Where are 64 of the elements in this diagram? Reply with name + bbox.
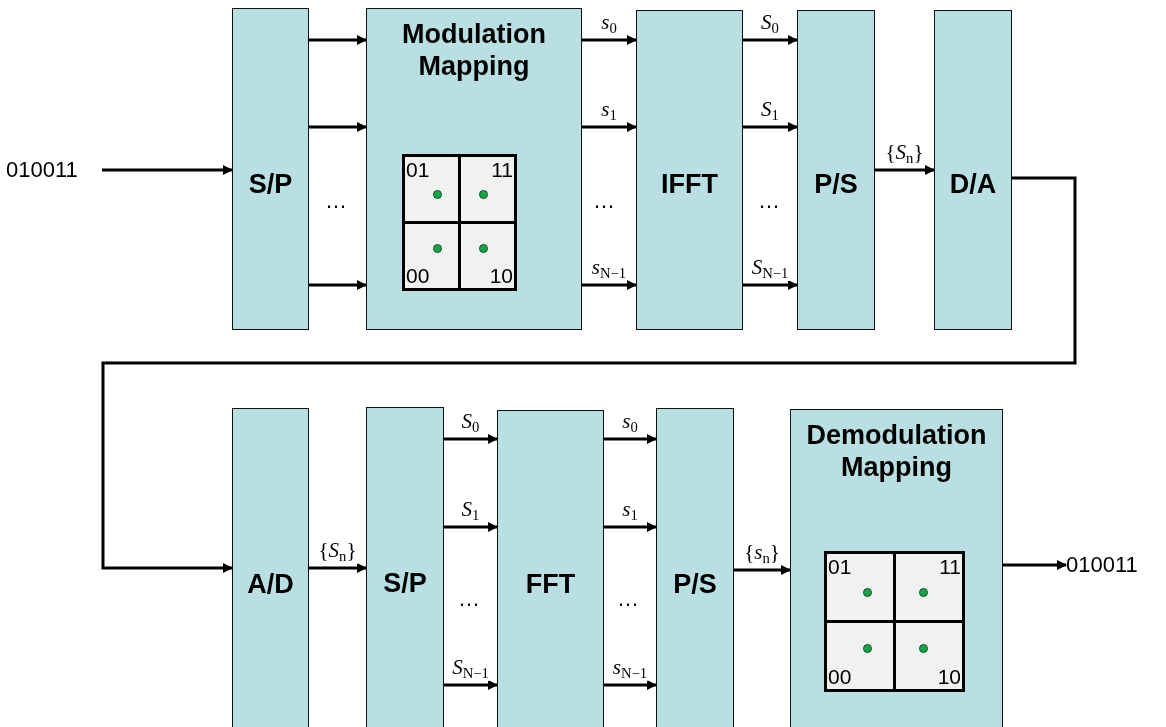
block-label: FFT xyxy=(525,569,576,601)
constellation-cell xyxy=(824,620,896,692)
block-label: P/S xyxy=(814,169,858,201)
block-label: Demodulation Mapping xyxy=(805,420,988,484)
arrow xyxy=(444,522,498,532)
arrow xyxy=(309,122,367,132)
block-label: A/D xyxy=(247,569,294,601)
ellipsis: … xyxy=(458,588,480,610)
bit-sequence: 010011 xyxy=(6,157,78,183)
process-block xyxy=(232,408,309,727)
constellation-cell xyxy=(824,551,896,623)
constellation-cell xyxy=(893,551,965,623)
symbol-bits: 00 xyxy=(828,666,852,687)
arrow xyxy=(444,680,498,690)
symbol-bits: 10 xyxy=(489,265,513,286)
process-block xyxy=(366,407,444,727)
arrow xyxy=(309,35,367,45)
process-block xyxy=(790,409,1003,727)
process-block xyxy=(934,10,1012,330)
arrow xyxy=(604,680,657,690)
arrow xyxy=(604,522,657,532)
arrow xyxy=(101,176,1077,573)
symbol-bits: 10 xyxy=(937,666,961,687)
arrow xyxy=(1003,560,1067,570)
block-label: D/A xyxy=(949,169,997,201)
ellipsis: … xyxy=(617,588,639,610)
arrow xyxy=(444,434,498,444)
block-label: IFFT xyxy=(661,169,718,201)
block-label: P/S xyxy=(673,569,717,601)
symbol-bits: 01 xyxy=(406,159,430,180)
arrow xyxy=(309,563,367,573)
bit-sequence: 010011 xyxy=(1066,552,1138,578)
arrow xyxy=(582,280,637,290)
constellation-cell xyxy=(458,221,517,291)
process-block xyxy=(656,408,734,727)
process-block xyxy=(636,10,743,330)
constellation-cell xyxy=(893,620,965,692)
arrow xyxy=(743,122,798,132)
process-block xyxy=(797,10,875,330)
block-label: S/P xyxy=(383,568,427,600)
constellation-cell xyxy=(402,221,461,291)
ellipsis: … xyxy=(325,190,347,212)
block-label: S/P xyxy=(248,169,293,201)
symbol-bits: 01 xyxy=(828,556,852,577)
symbol-bits: 00 xyxy=(406,265,430,286)
process-block xyxy=(232,8,309,330)
process-block xyxy=(497,410,604,727)
arrow xyxy=(875,165,935,175)
arrow xyxy=(734,565,791,575)
arrow xyxy=(582,122,637,132)
symbol-bits: 11 xyxy=(939,556,961,577)
constellation-cell xyxy=(458,154,517,224)
arrow xyxy=(743,35,798,45)
symbol-bits: 11 xyxy=(491,159,513,180)
arrow xyxy=(102,165,233,175)
arrow xyxy=(582,35,637,45)
block-label: Modulation Mapping xyxy=(401,19,547,83)
ellipsis: … xyxy=(593,190,615,212)
process-block xyxy=(366,8,582,330)
arrow xyxy=(309,280,367,290)
ellipsis: … xyxy=(758,190,780,212)
constellation-cell xyxy=(402,154,461,224)
arrow xyxy=(743,280,798,290)
arrow xyxy=(604,434,657,444)
